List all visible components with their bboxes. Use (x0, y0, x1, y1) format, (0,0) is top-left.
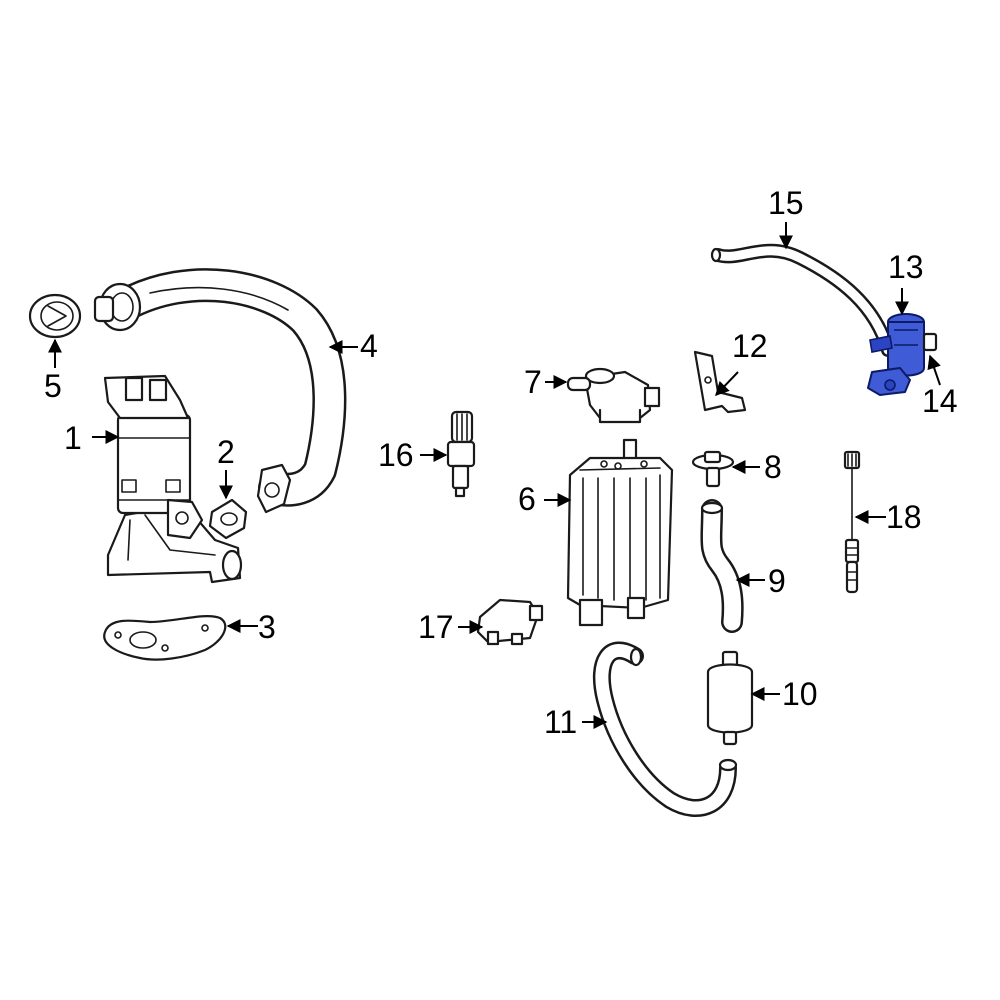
callout-labels: 1 2 3 4 5 6 7 8 9 10 11 12 13 14 15 16 1… (44, 185, 958, 740)
part-15-hose[interactable] (710, 243, 895, 357)
callout-7: 7 (524, 364, 542, 400)
callout-3: 3 (258, 609, 276, 645)
callout-14: 14 (922, 383, 958, 419)
callout-2: 2 (217, 434, 235, 470)
callout-5: 5 (44, 368, 62, 404)
callout-11: 11 (544, 704, 577, 740)
part-1-egr-valve[interactable] (103, 374, 243, 584)
callout-18: 18 (886, 499, 922, 535)
callout-16: 16 (378, 437, 414, 473)
callout-17: 17 (418, 609, 454, 645)
part-3-gasket-plate[interactable] (103, 614, 227, 661)
callout-4: 4 (360, 328, 378, 364)
callout-12: 12 (732, 328, 768, 364)
part-11-hose[interactable] (592, 641, 738, 817)
part-7-purge-valve[interactable] (566, 367, 661, 424)
callout-13: 13 (888, 249, 924, 285)
callout-8: 8 (764, 449, 782, 485)
part-16-sensor[interactable] (446, 410, 476, 498)
part-13-air-valve[interactable] (867, 313, 925, 396)
part-18-oxygen-sensor[interactable] (843, 450, 861, 594)
part-8-grommet[interactable] (691, 450, 735, 488)
part-9-hose[interactable] (700, 499, 744, 633)
part-17-sensor-module[interactable] (476, 598, 544, 646)
callout-15: 15 (768, 185, 804, 221)
callout-9: 9 (768, 563, 786, 599)
callout-1: 1 (64, 420, 82, 456)
callout-6: 6 (518, 481, 536, 517)
part-5-seal[interactable] (28, 293, 82, 339)
part-4-egr-tube[interactable] (93, 268, 347, 514)
part-10-filter[interactable] (706, 650, 754, 746)
part-14-connector[interactable] (922, 332, 938, 352)
callout-leaders (48, 222, 941, 729)
part-12-bracket[interactable] (693, 350, 747, 414)
callout-10: 10 (782, 676, 818, 712)
part-6-vapor-canister[interactable] (566, 438, 674, 627)
part-2-gasket[interactable] (208, 498, 248, 540)
